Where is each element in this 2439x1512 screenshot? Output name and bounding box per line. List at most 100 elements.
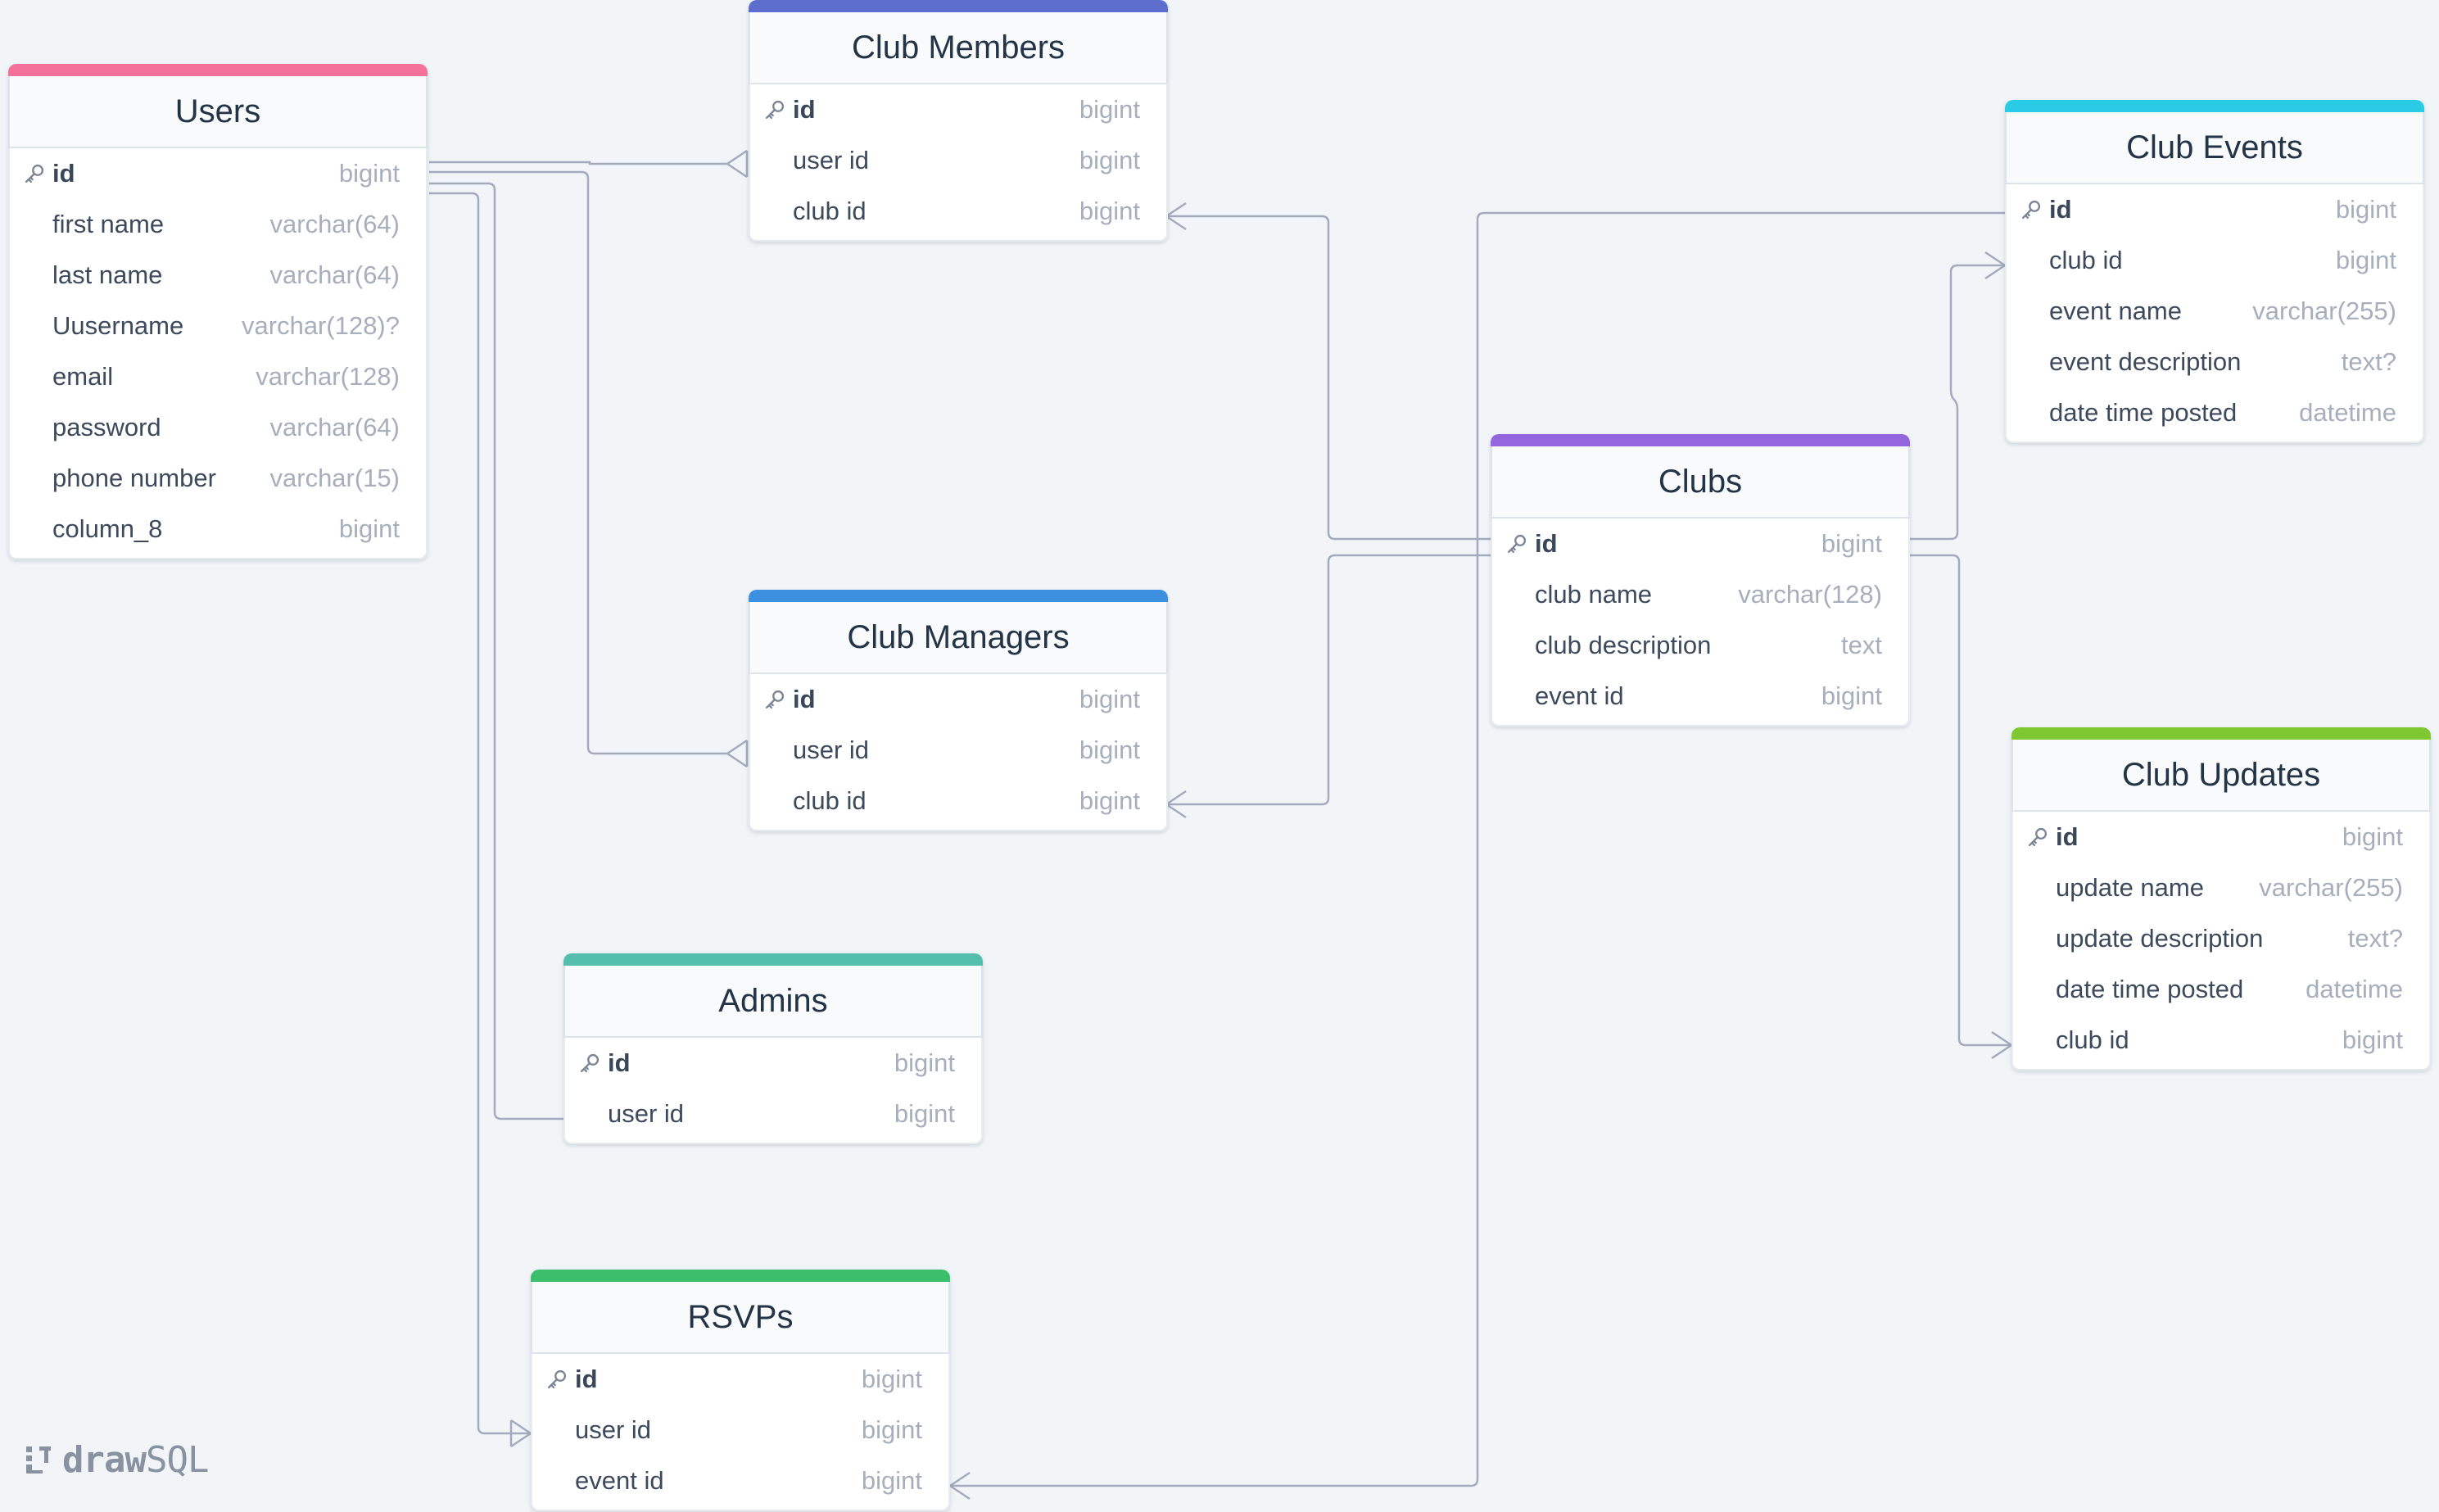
- key-slot: [1505, 582, 1535, 607]
- field-type: bigint: [1079, 197, 1140, 225]
- relation-users-club-managers[interactable]: [429, 170, 749, 768]
- key-slot: [545, 1418, 575, 1442]
- table-title[interactable]: Club Members: [749, 12, 1168, 84]
- key-slot: [23, 364, 52, 389]
- field-name: club id: [793, 786, 867, 815]
- table-accent: [531, 1270, 950, 1282]
- relation-clubs-club-updates[interactable]: [1910, 554, 2012, 1060]
- relation-clubs-club-events[interactable]: [1910, 251, 2006, 541]
- relation-club-managers-clubs[interactable]: [1165, 554, 1491, 819]
- field-type: bigint: [1079, 685, 1140, 713]
- field-type: varchar(128): [1738, 580, 1882, 609]
- field-row[interactable]: event description text?: [2007, 337, 2423, 387]
- field-type: bigint: [2335, 246, 2396, 274]
- field-name: id: [793, 685, 816, 713]
- field-name: club id: [2056, 1025, 2129, 1054]
- table-title[interactable]: RSVPs: [531, 1282, 950, 1354]
- field-name: club description: [1535, 631, 1712, 659]
- field-row[interactable]: first name varchar(64): [10, 199, 426, 250]
- table-title[interactable]: Club Events: [2005, 112, 2424, 184]
- field-name: update description: [2056, 924, 2264, 953]
- relation-club-members-clubs[interactable]: [1165, 201, 1491, 541]
- field-name: id: [52, 159, 75, 188]
- relation-users-club-members[interactable]: [429, 149, 749, 179]
- field-name: first name: [52, 210, 165, 238]
- field-row-primary-key[interactable]: id bigint: [750, 674, 1166, 725]
- key-slot: [2020, 350, 2049, 374]
- field-type: bigint: [1821, 681, 1882, 710]
- field-type: varchar(64): [269, 210, 400, 238]
- table-accent: [563, 953, 983, 966]
- key-slot: [23, 517, 52, 541]
- field-type: text?: [2341, 347, 2396, 376]
- primary-key-icon: [578, 1051, 608, 1075]
- field-type: bigint: [894, 1048, 955, 1077]
- field-type: bigint: [2342, 822, 2403, 851]
- table-title[interactable]: Club Updates: [2011, 740, 2431, 812]
- table-title[interactable]: Club Managers: [749, 602, 1168, 674]
- table-title[interactable]: Users: [8, 76, 428, 148]
- field-name: column_8: [52, 514, 163, 543]
- table-title[interactable]: Clubs: [1491, 446, 1910, 518]
- field-name: date time posted: [2049, 398, 2238, 427]
- key-slot: [763, 199, 793, 224]
- field-name: event id: [1535, 681, 1624, 710]
- field-type: varchar(64): [269, 260, 400, 289]
- key-slot: [763, 789, 793, 813]
- field-row[interactable]: event id bigint: [1492, 671, 1908, 722]
- relation-users-rsvps[interactable]: [429, 192, 532, 1448]
- key-slot: [2026, 926, 2056, 951]
- field-type: varchar(15): [269, 464, 400, 492]
- field-name: event description: [2049, 347, 2242, 376]
- field-row[interactable]: club description text: [1492, 620, 1908, 671]
- table-title[interactable]: Admins: [563, 966, 983, 1038]
- relation-users-admins[interactable]: [429, 182, 563, 1120]
- relation-rsvps-club-events[interactable]: [949, 211, 2005, 1501]
- field-name: id: [1535, 529, 1558, 558]
- field-type: text: [1841, 631, 1882, 659]
- primary-key-icon: [2026, 825, 2056, 849]
- table-accent: [749, 590, 1168, 602]
- field-name: email: [52, 362, 114, 391]
